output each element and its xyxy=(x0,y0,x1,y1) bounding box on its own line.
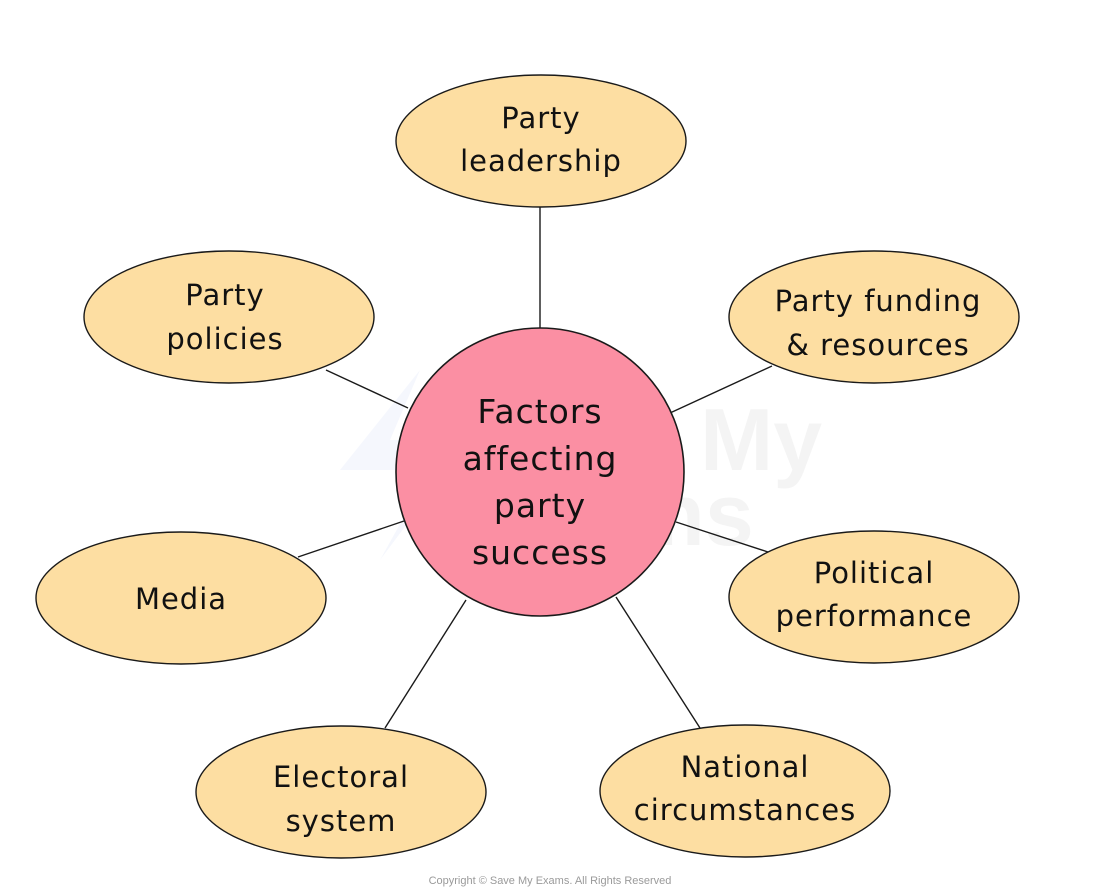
node-party-funding: Party funding & resources xyxy=(728,250,1020,384)
node-party-leadership-line-2: leadership xyxy=(460,144,622,178)
node-electoral-system-line-2: system xyxy=(286,804,397,838)
node-political-performance: Political performance xyxy=(728,530,1020,664)
node-political-performance-line-1: Political xyxy=(814,556,935,590)
node-electoral-system-ellipse xyxy=(195,725,487,859)
node-national-circumstances-ellipse xyxy=(599,724,891,858)
node-party-policies-line-2: policies xyxy=(166,322,283,356)
node-party-funding-line-2: & resources xyxy=(786,328,969,362)
node-party-leadership-ellipse xyxy=(395,74,687,208)
node-political-performance-ellipse xyxy=(728,530,1020,664)
node-party-policies: Party policies xyxy=(83,250,375,384)
center-node: Factors affecting party success xyxy=(395,327,685,617)
node-party-policies-ellipse xyxy=(83,250,375,384)
node-national-circumstances-line-1: National xyxy=(681,750,810,784)
node-media-ellipse xyxy=(35,531,327,665)
node-party-funding-line-1: Party funding xyxy=(775,284,982,318)
center-title-line-1: Factors xyxy=(477,392,602,431)
connector-political-performance xyxy=(675,521,769,553)
connector-electoral-system xyxy=(384,599,467,729)
node-electoral-system: Electoral system xyxy=(195,725,487,859)
node-party-leadership-line-1: Party xyxy=(501,101,580,135)
node-party-policies-line-1: Party xyxy=(185,278,264,312)
connector-party-funding xyxy=(669,365,773,414)
center-circle xyxy=(395,327,685,617)
copyright-text: Copyright © Save My Exams. All Rights Re… xyxy=(429,875,672,887)
node-national-circumstances: National circumstances xyxy=(599,724,891,858)
center-title-line-4: success xyxy=(472,533,608,572)
connector-media xyxy=(297,520,405,558)
connector-national-circumstances xyxy=(615,596,701,729)
node-media-line-1: Media xyxy=(135,582,227,616)
node-party-funding-ellipse xyxy=(728,250,1020,384)
center-title-line-2: affecting xyxy=(463,439,618,478)
node-party-leadership: Party leadership xyxy=(395,74,687,208)
node-electoral-system-line-1: Electoral xyxy=(273,760,409,794)
node-media: Media xyxy=(35,531,327,665)
node-political-performance-line-2: performance xyxy=(776,599,973,633)
node-national-circumstances-line-2: circumstances xyxy=(634,793,856,827)
center-title-line-3: party xyxy=(494,486,586,525)
connector-lines xyxy=(297,207,773,729)
connector-party-policies xyxy=(325,369,409,409)
